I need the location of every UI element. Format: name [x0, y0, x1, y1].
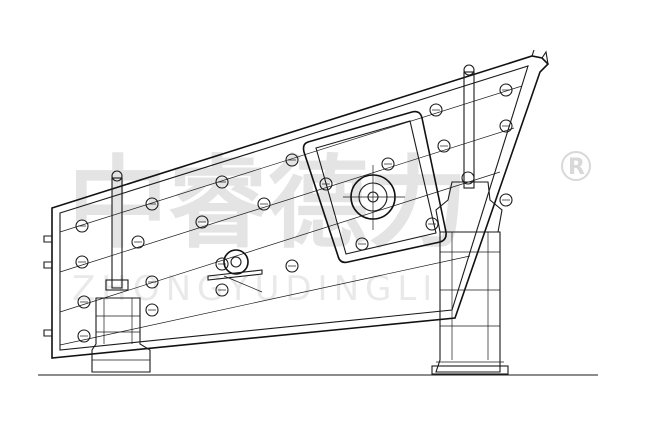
- bolt-icon: [257, 197, 271, 211]
- bolt-icon: [75, 255, 89, 269]
- bolt-icon: [195, 215, 209, 229]
- registered-mark-letter: R: [568, 155, 585, 180]
- bolt-icon: [285, 259, 299, 273]
- deck-lines: [59, 85, 523, 346]
- watermark-main-text: 中睿德力: [68, 145, 468, 262]
- bolt-icon: [77, 295, 91, 309]
- bolt-icon: [381, 157, 395, 171]
- bolt-icon: [319, 177, 333, 191]
- feed-end-guides: [43, 235, 52, 337]
- bolt-icon: [355, 237, 369, 251]
- screen-outer-frame: [51, 55, 550, 359]
- bolt-icon: [75, 219, 89, 233]
- bolt-icon: [499, 193, 513, 207]
- left-support: [91, 170, 151, 373]
- bolt-icon: [429, 103, 443, 117]
- bolt-icon: [499, 119, 513, 133]
- bolt-icon: [145, 197, 159, 211]
- motor-pulley: [207, 249, 263, 293]
- bolt-icon: [145, 303, 159, 317]
- discharge-lip: [531, 49, 549, 65]
- registered-mark-icon: [561, 151, 591, 181]
- bolt-icon: [131, 235, 145, 249]
- right-support: [431, 64, 509, 375]
- bolt-icon: [499, 83, 513, 97]
- bolt-icon: [145, 275, 159, 289]
- bolt-icon: [215, 257, 229, 271]
- bolt-icon: [77, 329, 91, 343]
- bolt-icon: [285, 153, 299, 167]
- bolt-icon: [437, 139, 451, 153]
- exciter-housing-inner: [315, 120, 437, 255]
- bolt-icon: [215, 283, 229, 297]
- bolt-icon: [215, 175, 229, 189]
- bolt-group: [75, 83, 513, 343]
